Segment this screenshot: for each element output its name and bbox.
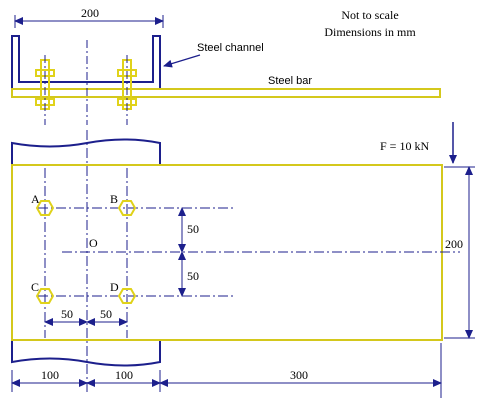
channel-width-label: 200 [81, 6, 99, 20]
column-flange-outline-bottom [11, 340, 161, 367]
steel-channel-section [11, 35, 161, 90]
pitch-lower-label: 50 [187, 269, 199, 283]
bolt-d-hex-icon [117, 288, 137, 304]
steel-bar-plate [11, 88, 441, 98]
flange-right-label: 100 [115, 368, 133, 382]
bolt-b-hex-icon [117, 200, 137, 216]
depth-label: 200 [445, 237, 463, 251]
channel-width-dimension: 200 [14, 6, 164, 28]
bolt-d-label: D [110, 280, 119, 294]
steel-channel-label: Steel channel [197, 42, 264, 54]
bolt-a-label: A [31, 192, 40, 206]
flange-left-label: 100 [41, 368, 59, 382]
bolt-c-label: C [31, 280, 39, 294]
centroid-label: O [89, 236, 98, 250]
bolt-b-label: B [110, 192, 118, 206]
depth-dimension [444, 166, 475, 339]
force-label: F = 10 kN [380, 139, 429, 153]
note-dimensions-unit: Dimensions in mm [324, 25, 416, 39]
gauge-right-label: 50 [100, 307, 112, 321]
note-not-to-scale: Not to scale [341, 8, 398, 22]
bolt-c-hex-icon [35, 288, 55, 304]
steel-bar-label: Steel bar [268, 75, 312, 87]
bolt-a-hex-icon [35, 200, 55, 216]
load-offset-label: 300 [290, 368, 308, 382]
pitch-upper-label: 50 [187, 222, 199, 236]
bottom-dimension-chain [11, 343, 442, 398]
column-flange-outline [11, 138, 161, 165]
gauge-left-label: 50 [61, 307, 73, 321]
steel-channel-leader [163, 54, 201, 68]
